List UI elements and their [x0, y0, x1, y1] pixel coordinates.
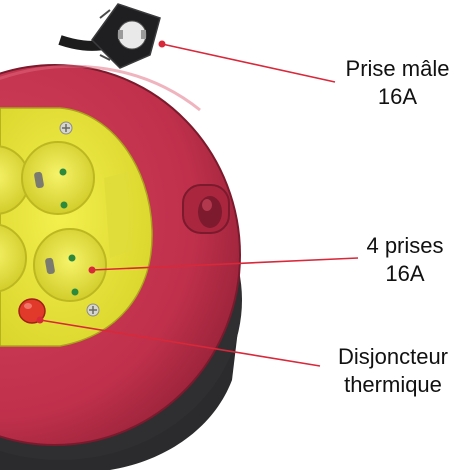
- cable-holder: [182, 184, 230, 234]
- pointer-dot-breaker: [36, 316, 44, 324]
- faceplate-screws: [59, 121, 100, 317]
- label-sockets: 4 prises 16A: [345, 232, 465, 288]
- label-male-plug-line2: 16A: [377, 84, 418, 109]
- cable-and-plug: [58, 3, 161, 69]
- socket-lower-right: [33, 228, 107, 302]
- label-sockets-line2: 16A: [385, 261, 425, 286]
- leader-line-plug: [161, 43, 336, 83]
- leader-line-breaker: [39, 319, 321, 367]
- pointer-dot-plug: [158, 40, 166, 48]
- label-male-plug: Prise mâle 16A: [330, 55, 465, 111]
- label-thermal-breaker: Disjoncteur thermique: [318, 343, 468, 399]
- pointer-dot-sockets: [88, 266, 96, 274]
- label-thermal-breaker-line1: Disjoncteur: [337, 344, 449, 369]
- socket-lower-left: [0, 223, 27, 293]
- label-thermal-breaker-line2: thermique: [344, 372, 442, 397]
- label-male-plug-line1: Prise mâle: [345, 56, 450, 81]
- label-sockets-line1: 4 prises: [366, 233, 444, 258]
- socket-upper-right: [21, 141, 95, 215]
- leader-line-sockets: [91, 257, 359, 271]
- leader-lines: [36, 40, 359, 367]
